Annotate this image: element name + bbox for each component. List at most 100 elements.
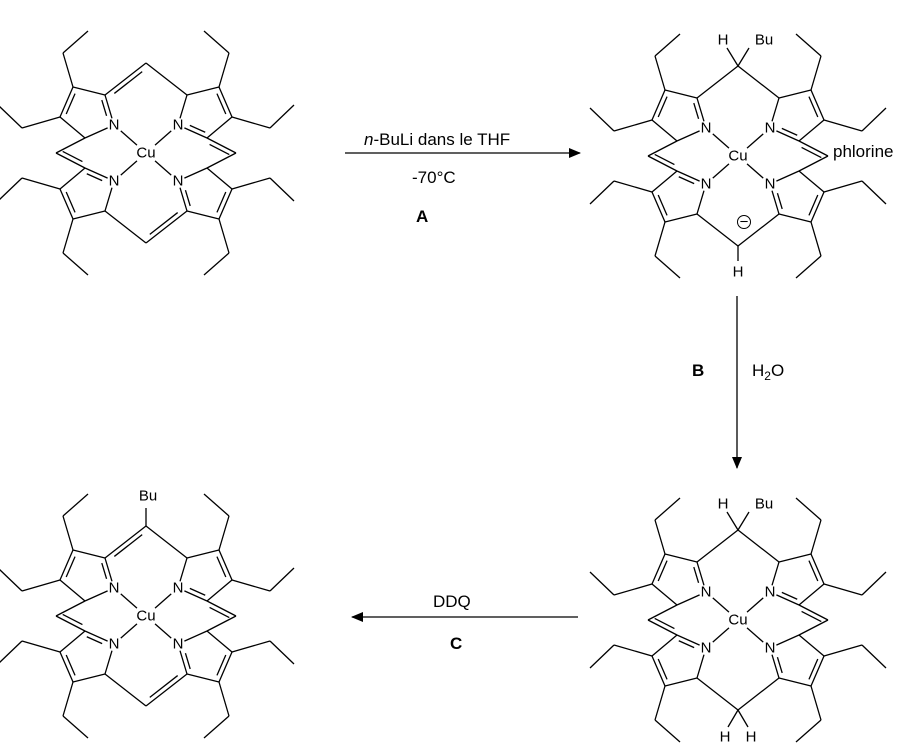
bond (651, 191, 666, 223)
bond (737, 213, 780, 247)
bond (696, 654, 705, 679)
bond (798, 583, 825, 606)
bond (21, 177, 61, 190)
double-bond (776, 656, 783, 674)
bond (651, 634, 678, 657)
bond (206, 137, 237, 154)
bond (861, 644, 887, 669)
bond (55, 615, 86, 632)
bond (179, 557, 188, 582)
butyl-group: Bu (139, 488, 157, 505)
c-h-bond (737, 709, 749, 728)
double-bond (654, 153, 675, 166)
bond (0, 106, 23, 129)
n-cu-bond (120, 593, 138, 609)
bond (59, 651, 74, 683)
bond (651, 655, 666, 687)
bond (861, 180, 887, 205)
bond (231, 640, 271, 653)
bond (231, 177, 271, 190)
bond (55, 137, 86, 154)
bond (62, 493, 89, 517)
double-bond (808, 96, 819, 118)
bond (771, 190, 780, 215)
bond (776, 130, 800, 142)
hydrogen-atom: H (720, 729, 731, 746)
double-bond (65, 93, 76, 115)
bond (203, 493, 230, 517)
bond (104, 94, 113, 119)
bond (104, 650, 113, 675)
bond (269, 640, 295, 665)
bond (776, 594, 800, 606)
bond (737, 65, 780, 99)
bond (654, 685, 666, 721)
n-cu-bond (712, 627, 730, 643)
bond (0, 177, 23, 200)
bond (778, 553, 812, 563)
bond (737, 677, 780, 711)
c-h-bond (726, 47, 739, 67)
bond (179, 187, 188, 212)
double-bond (657, 560, 668, 582)
bond (84, 167, 108, 179)
bond (654, 221, 666, 257)
bond (651, 119, 678, 142)
bond (218, 549, 233, 581)
nitrogen-atom: N (701, 120, 712, 137)
bond (795, 497, 822, 521)
double-bond (86, 173, 103, 182)
double-bond (184, 189, 191, 207)
hydrogen-atom: H (746, 729, 757, 746)
bond (203, 30, 230, 54)
bond (823, 583, 863, 596)
n-cu-bond (120, 623, 138, 639)
bond (186, 86, 220, 96)
butyl-group: Bu (755, 32, 773, 49)
bond (589, 644, 615, 669)
nitrogen-atom: N (765, 176, 776, 193)
bond (84, 127, 108, 139)
copper-atom: Cu (136, 145, 155, 162)
n-cu-bond (712, 597, 730, 613)
bond (771, 654, 780, 679)
bond (55, 152, 86, 169)
bond (62, 52, 74, 88)
double-bond (678, 176, 695, 185)
bond (59, 86, 74, 118)
bond (737, 529, 780, 563)
bond (651, 89, 666, 121)
copper-atom: Cu (728, 612, 747, 629)
bond (798, 604, 829, 621)
bond (613, 180, 653, 193)
bond (231, 579, 271, 592)
step-c-reagent: DDQ (433, 592, 471, 611)
double-bond (781, 127, 798, 136)
bond (21, 640, 61, 653)
n-cu-bond (120, 160, 138, 176)
bond (84, 630, 108, 642)
double-bond (657, 658, 668, 680)
double-bond (209, 606, 230, 619)
bond (776, 634, 800, 646)
bond (55, 600, 86, 617)
bond (62, 30, 89, 54)
nitrogen-atom: N (701, 584, 712, 601)
bond (104, 210, 147, 244)
double-bond (808, 658, 819, 680)
bond (231, 116, 271, 129)
double-bond (693, 102, 700, 120)
double-bond (189, 587, 206, 596)
double-bond (781, 591, 798, 600)
bond (62, 252, 89, 276)
hydrogen-atom: H (718, 32, 729, 49)
bond (203, 715, 230, 739)
bond (179, 94, 188, 119)
bond (72, 210, 106, 220)
bond (647, 155, 678, 172)
bond (62, 715, 89, 739)
copper-atom: Cu (136, 608, 155, 625)
bond (206, 167, 233, 190)
double-bond (216, 191, 227, 213)
